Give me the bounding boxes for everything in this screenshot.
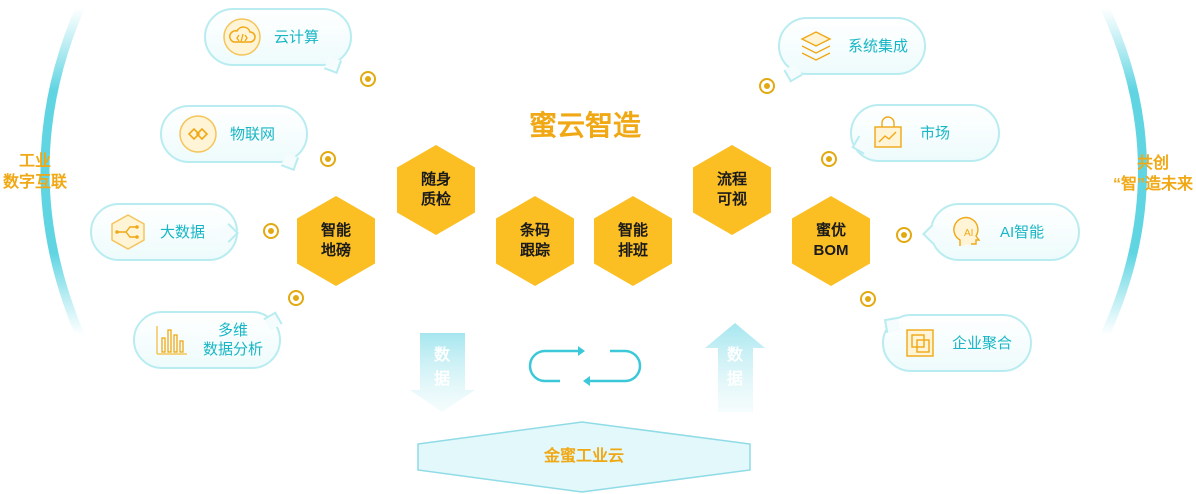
- hex-smart-weighbridge[interactable]: 智能地磅: [297, 196, 375, 286]
- bubble-iot[interactable]: 物联网: [160, 105, 308, 163]
- aggregate-icon: [906, 329, 934, 357]
- hex-process-visual[interactable]: 流程可视: [693, 145, 771, 235]
- cloud-code-icon: [223, 18, 261, 56]
- hex-portable-qc[interactable]: 随身质检: [397, 145, 475, 235]
- bubble-enterprise-aggregation[interactable]: 企业聚合: [882, 314, 1032, 372]
- iot-link-icon: [179, 115, 217, 153]
- data-down-arrow: [410, 333, 475, 412]
- connector-dot: [360, 71, 376, 87]
- right-caption: 共创 “智”造未来: [1110, 153, 1196, 195]
- left-caption-line2: 数字互联: [2, 174, 67, 191]
- connector-dot: [288, 290, 304, 306]
- ai-head-icon: AI: [953, 216, 981, 246]
- right-caption-line1: 共创: [1136, 155, 1169, 172]
- left-caption-line1: 工业: [18, 153, 51, 170]
- connector-dot: [896, 227, 912, 243]
- base-label: 金蜜工业云: [543, 448, 624, 465]
- bubble-label: 大数据: [160, 223, 206, 241]
- left-arc: [40, 3, 85, 340]
- right-arc: [1100, 3, 1147, 340]
- bubble-label: 市场: [920, 124, 951, 142]
- left-caption: 工业 数字互联: [0, 151, 70, 193]
- bubble-label: 企业聚合: [952, 334, 1013, 352]
- connector-dot: [821, 151, 837, 167]
- connector-dot: [860, 291, 876, 307]
- bubble-label: 多维 数据分析: [203, 322, 264, 358]
- bubble-multi-dim-analysis[interactable]: 多维 数据分析: [133, 311, 281, 369]
- bubble-system-integration[interactable]: 系统集成: [778, 17, 926, 75]
- big-data-icon: [111, 214, 145, 250]
- hex-barcode-tracking[interactable]: 条码跟踪: [496, 196, 574, 286]
- page-title: 蜜云智造: [528, 110, 641, 141]
- bubble-big-data[interactable]: 大数据: [90, 203, 238, 261]
- bubble-cloud-computing[interactable]: 云计算: [204, 8, 352, 66]
- bubble-label: 物联网: [230, 125, 276, 143]
- data-down-label: 数 据: [433, 347, 450, 388]
- connector-dot: [320, 151, 336, 167]
- cycle-arrows-icon: [528, 349, 642, 383]
- market-bag-icon: [874, 116, 902, 148]
- base-banner-shape: [417, 421, 751, 493]
- bubble-label: AI智能: [1000, 223, 1045, 241]
- bubble-label: 系统集成: [848, 37, 909, 55]
- layers-icon: [800, 31, 832, 61]
- bar-chart-icon: [156, 326, 187, 355]
- svg-text:AI: AI: [964, 228, 973, 239]
- connector-dot: [759, 78, 775, 94]
- bubble-market[interactable]: 市场: [850, 104, 1000, 162]
- data-up-label: 数 据: [726, 347, 743, 388]
- bubble-ai[interactable]: AI AI智能: [930, 203, 1080, 261]
- connector-dot: [263, 223, 279, 239]
- bubble-label: 云计算: [274, 28, 320, 46]
- data-up-arrow: [705, 323, 765, 412]
- hex-smart-scheduling[interactable]: 智能排班: [594, 196, 672, 286]
- right-caption-line2: “智”造未来: [1112, 176, 1193, 193]
